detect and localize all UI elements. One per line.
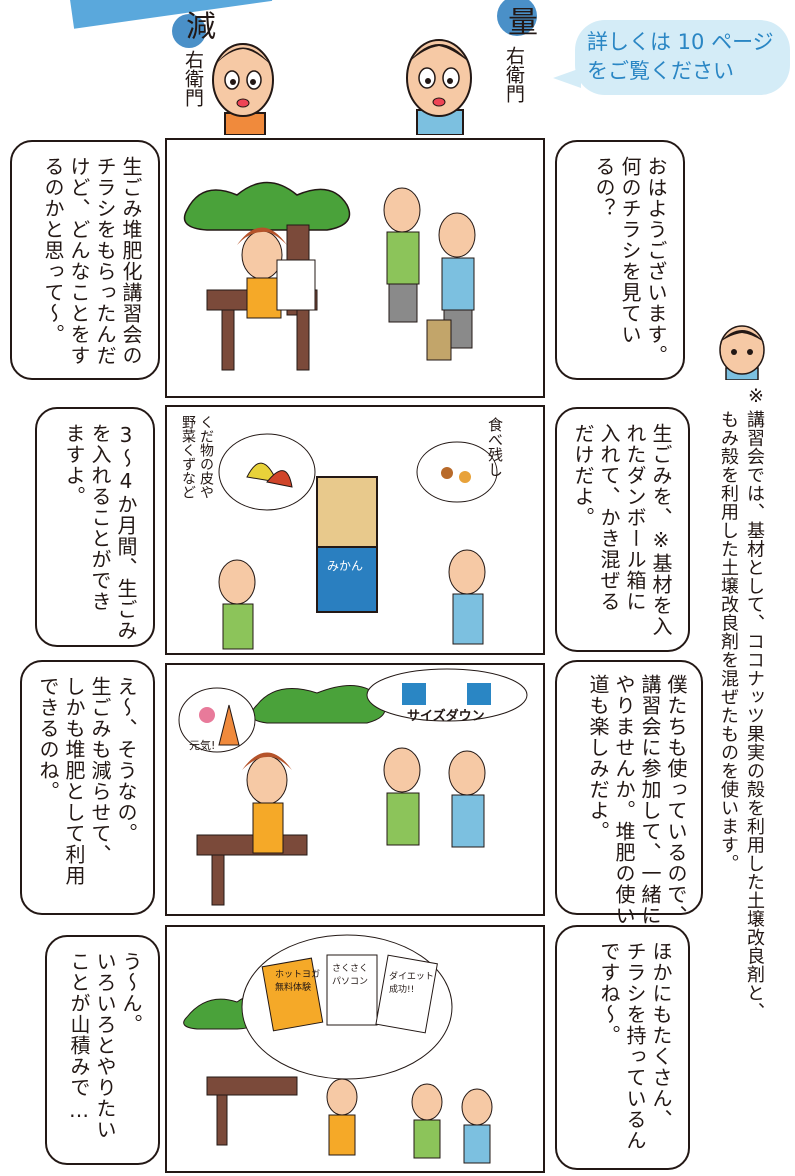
drawn-label-flyer-3: ダイエット 成功!! [389, 972, 434, 995]
speech-text: ほかにもたくさん、 チラシを持っているん ですね～。 [597, 941, 673, 1151]
speaker-ryoemon: 量 右衛門 [395, 0, 537, 135]
drawn-label-genki: 元気! [189, 739, 216, 752]
callout-tail [553, 68, 581, 88]
drawn-label-flyer-1: ホットヨガ 無料体験 [275, 970, 321, 993]
speech-text: 僕たちも使っているので、 講習会に参加して、一緒に やりませんか。堆肥の使い 道… [586, 674, 688, 926]
drawn-label-size-down: サイズダウン [407, 709, 485, 724]
speaker-name-rest: 右衛門 [182, 50, 204, 107]
speech-text: え～、そうなの。 生ごみも減らせて、 しかも堆肥として利用 できるのね。 [36, 676, 138, 886]
panel-4-art [183, 934, 493, 1164]
speech-bubble-left-2: 3～4か月間、生ごみ を入れることができ ますよ。 [35, 407, 155, 647]
callout-bubble: 詳しくは 10 ページ をご覧ください [553, 20, 790, 95]
speech-bubble-left-3: え～、そうなの。 生ごみも減らせて、 しかも堆肥として利用 できるのね。 [20, 660, 155, 915]
speaker-name-rest: 右衛門 [503, 46, 525, 103]
speaker-genemon: 減 右衛門 [160, 0, 280, 135]
speech-bubble-right-3: 僕たちも使っているので、 講習会に参加して、一緒に やりませんか。堆肥の使い 道… [555, 660, 703, 926]
callout-text: 詳しくは 10 ページ をご覧ください [587, 30, 774, 83]
comic-panel-2: 食べ残し くだ物の皮や 野菜くずなど みかん [165, 405, 545, 655]
speech-text: おはようございます。 何のチラシを見てい るの？ [592, 156, 668, 366]
badge-icon [172, 14, 206, 48]
drawn-label-food-scraps: 食べ残し [486, 417, 504, 477]
drawn-label-peels: くだ物の皮や 野菜くずなど [180, 415, 214, 499]
genemon-face-icon [212, 43, 274, 135]
speech-text: 3～4か月間、生ごみ を入れることができ ますよ。 [62, 423, 138, 641]
speech-bubble-right-2: 生ごみを、※基材を入 れたダンボール箱に 入れて、かき混ぜる だけだよ。 [555, 407, 690, 652]
side-note-mark: ※ [745, 385, 767, 407]
badge-icon [497, 0, 537, 36]
panel-3-art [178, 668, 528, 906]
speech-text: 生ごみ堆肥化講習会の チラシをもらったんだ けど、どんなことをす るのかと思って… [41, 156, 143, 366]
speech-text: 生ごみを、※基材を入 れたダンボール箱に 入れて、かき混ぜる だけだよ。 [571, 423, 673, 637]
note-character-icon [719, 325, 765, 380]
comic-panel-3: サイズダウン 元気! [165, 663, 545, 916]
drawn-label-box: みかん [327, 559, 364, 573]
side-note-text: 講習会では、基材として、ココナッツ果実の殻を利用した土壌改良剤と、 もみ殻を利用… [718, 410, 765, 1021]
comic-panel-4: ホットヨガ 無料体験 さくさく パソコン ダイエット 成功!! [165, 925, 545, 1173]
speaker-name-char: 減 [180, 10, 215, 40]
comic-panel-1 [165, 138, 545, 398]
ryoemon-face-icon [406, 39, 472, 135]
speech-bubble-right-4: ほかにもたくさん、 チラシを持っているん ですね～。 [555, 925, 690, 1170]
panel-1-art [183, 181, 476, 371]
panel-2-art [218, 433, 498, 650]
speaker-name-char: 量 [502, 6, 537, 36]
speech-bubble-left-1: 生ごみ堆肥化講習会の チラシをもらったんだ けど、どんなことをす るのかと思って… [10, 140, 160, 380]
speech-text: う～ん。 いろいろとやりたい ことが山積みで… [67, 951, 143, 1140]
speech-bubble-right-1: おはようございます。 何のチラシを見てい るの？ [555, 140, 685, 380]
drawn-label-flyer-2: さくさく パソコン [332, 964, 369, 987]
speech-bubble-left-4: う～ん。 いろいろとやりたい ことが山積みで… [45, 935, 160, 1165]
